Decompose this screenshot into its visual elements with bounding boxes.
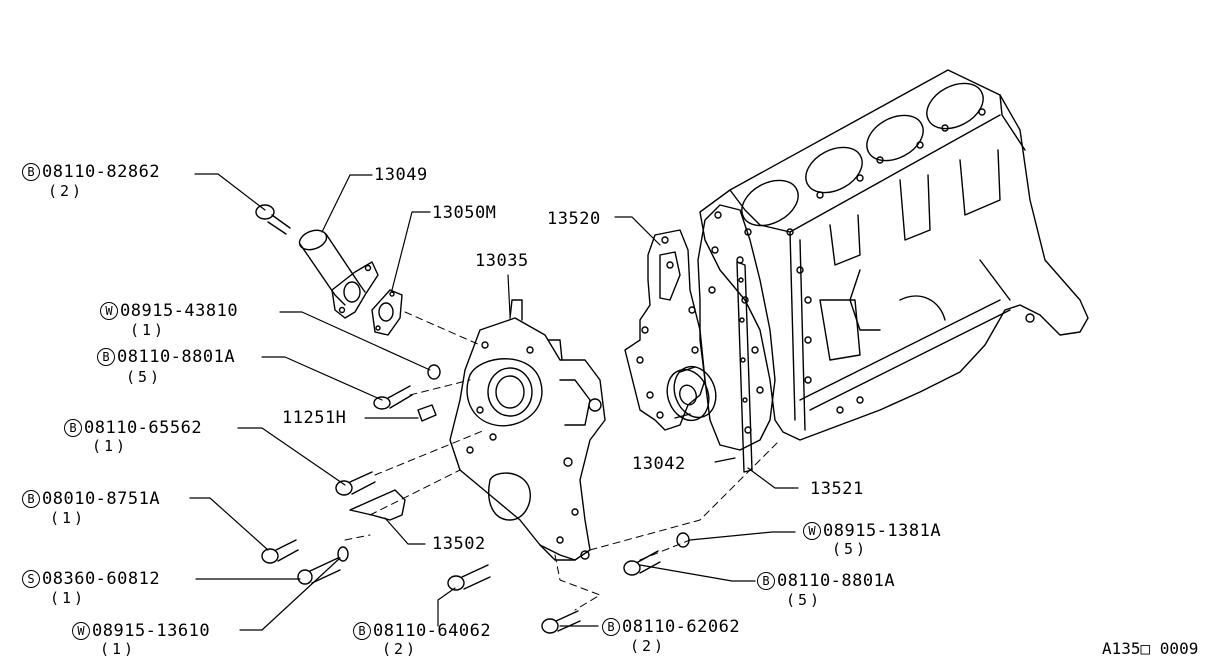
stud-symbol-icon: S — [22, 570, 40, 588]
part-number: 08110-8801A — [777, 571, 896, 591]
quantity: (2) — [630, 637, 667, 655]
part-number: 08915-43810 — [120, 301, 239, 321]
idler-pulley-13042 — [666, 365, 717, 422]
assembly-dashed-lines — [344, 311, 781, 611]
bolt-symbol-icon: B — [757, 572, 775, 590]
callout-13520: 13520 — [547, 209, 601, 229]
bolt-08110-65562 — [335, 471, 376, 496]
washer-symbol-icon: W — [803, 522, 821, 540]
callout-13502: 13502 — [432, 534, 486, 554]
bolt-symbol-icon: B — [602, 618, 620, 636]
gasket-13520 — [624, 229, 706, 431]
bolt-08110-64062 — [447, 564, 491, 591]
washer-symbol-icon: W — [100, 302, 118, 320]
water-inlet-13049 — [298, 229, 379, 319]
quantity: (1) — [92, 437, 129, 455]
bolt-08110-82862 — [255, 204, 291, 235]
washer-08915-43810 — [427, 364, 441, 380]
cylinder-block — [699, 69, 1089, 441]
bolt-08110-8801a-lower — [623, 550, 661, 576]
bolt-symbol-icon: B — [64, 419, 82, 437]
quantity: (2) — [48, 182, 85, 200]
callout-11251h: 11251H — [282, 408, 347, 428]
bolt-symbol-icon: B — [353, 622, 371, 640]
part-number: 08360-60812 — [42, 569, 161, 589]
callout-13049: 13049 — [374, 165, 428, 185]
bolt-symbol-icon: B — [22, 163, 40, 181]
callout-13042: 13042 — [632, 454, 686, 474]
quantity: (1) — [130, 321, 167, 339]
quantity: (5) — [126, 368, 163, 386]
bolt-08110-62062 — [541, 610, 581, 634]
part-number: 08110-65562 — [84, 418, 203, 438]
washer-symbol-icon: W — [72, 622, 90, 640]
quantity: (1) — [50, 589, 87, 607]
quantity: (5) — [786, 591, 823, 609]
gasket-13050m — [371, 289, 403, 336]
bolt-08110-8801a-upper — [373, 385, 413, 410]
front-cover-13035 — [449, 299, 606, 561]
callout-13521: 13521 — [810, 479, 864, 499]
part-number: 08110-64062 — [373, 621, 492, 641]
quantity: (2) — [382, 640, 419, 658]
part-number: 08110-82862 — [42, 162, 161, 182]
part-number: 08110-8801A — [117, 347, 236, 367]
part-number: 08915-13610 — [92, 621, 211, 641]
callout-13035: 13035 — [475, 251, 529, 271]
stud-08360-60812 — [297, 557, 341, 585]
bolt-symbol-icon: B — [22, 490, 40, 508]
figure-reference: A135□ 0009 — [1102, 639, 1199, 658]
leader-lines — [189, 173, 799, 631]
dowel-11251h — [417, 404, 437, 422]
part-number: 08110-62062 — [622, 617, 741, 637]
bolt-symbol-icon: B — [97, 348, 115, 366]
washer-08915-13610 — [337, 546, 349, 562]
quantity: (1) — [50, 509, 87, 527]
callout-13050m: 13050M — [432, 203, 497, 223]
bracket-13502 — [349, 489, 406, 521]
front-plate — [697, 204, 776, 473]
quantity: (1) — [100, 640, 137, 658]
quantity: (5) — [832, 540, 869, 558]
part-number: 08010-8751A — [42, 489, 161, 509]
part-number: 08915-1381A — [823, 521, 942, 541]
bolt-08010-8751a — [261, 539, 299, 564]
